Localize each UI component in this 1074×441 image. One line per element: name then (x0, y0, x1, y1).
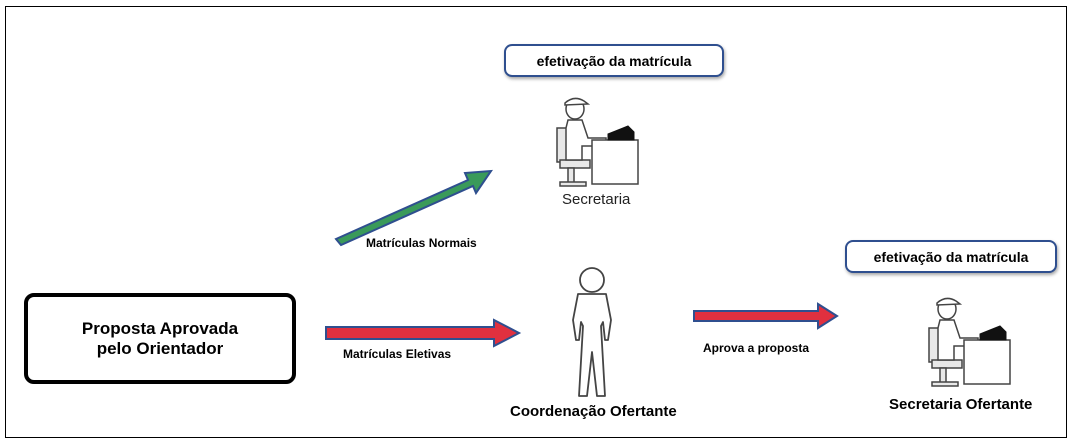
coordenacao-person-icon (572, 267, 612, 397)
caption-coordenacao-ofertante: Coordenação Ofertante (510, 403, 677, 420)
diagram-frame (5, 6, 1067, 438)
proposal-line-1: Proposta Aprovada (81, 318, 239, 338)
caption-secretaria: Secretaria (562, 191, 631, 208)
secretaria-desk-icon (556, 97, 639, 187)
label-matriculas-eletivas: Matrículas Eletivas (343, 347, 452, 361)
label-matriculas-normais: Matrículas Normais (366, 236, 477, 250)
right-efetivacao-pill: efetivação da matrícula (845, 240, 1057, 273)
secretaria-ofertante-desk-icon (928, 297, 1011, 387)
arrow-matriculas-normais (334, 169, 493, 247)
label-aprova-proposta: Aprova a proposta (703, 341, 810, 355)
proposal-line-2: pelo Orientador (96, 338, 224, 358)
arrow-aprova-proposta (693, 302, 839, 330)
caption-secretaria-ofertante: Secretaria Ofertante (889, 396, 1033, 413)
top-efetivacao-pill: efetivação da matrícula (504, 44, 724, 77)
arrow-matriculas-eletivas (325, 318, 522, 348)
proposta-aprovada-box: Proposta Aprovada pelo Orientador (24, 293, 296, 384)
